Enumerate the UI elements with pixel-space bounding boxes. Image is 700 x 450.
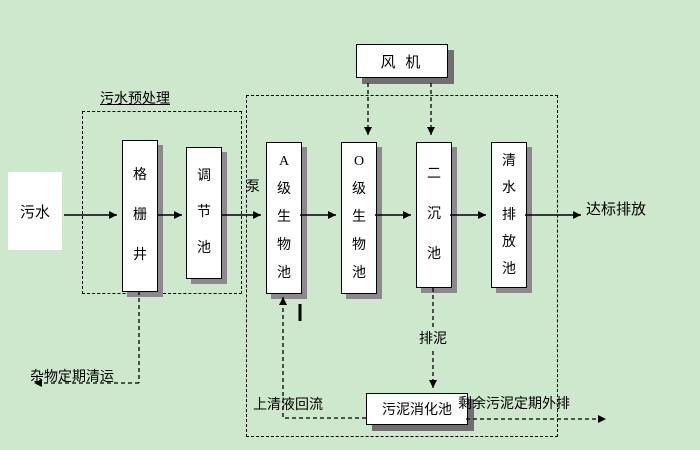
main-process-group-box — [246, 95, 558, 437]
grid-well-box: 格 栅 井 — [122, 140, 158, 292]
grid-well-label: 格 栅 井 — [133, 168, 147, 263]
fan-box: 风 机 — [356, 44, 448, 78]
o-bio-tank-label: O 级 生 物 池 — [352, 154, 366, 281]
pretreatment-label: 污水预处理 — [100, 92, 170, 107]
debris-removal-label: 杂物定期清运 — [30, 370, 114, 385]
sludge-digestion-box: 污泥消化池 — [366, 393, 468, 425]
regulating-tank-label: 调 节 池 — [197, 169, 211, 256]
supernatant-reflux-label: 上清液回流 — [253, 398, 323, 413]
clear-water-tank-box: 清 水 排 放 池 — [491, 142, 527, 288]
sludge-digestion-label: 污泥消化池 — [382, 403, 452, 418]
clear-water-tank-label: 清 水 排 放 池 — [502, 153, 516, 277]
pretreatment-group-box — [82, 111, 242, 294]
a-bio-tank-box: A 级 生 物 池 — [266, 142, 302, 294]
sludge-out-label: 排泥 — [417, 328, 449, 348]
a-bio-tank-label: A 级 生 物 池 — [277, 154, 291, 281]
fan-label: 风 机 — [380, 54, 424, 71]
excess-sludge-label: 剩余污泥定期外排 — [458, 397, 570, 412]
secondary-sedimentation-box: 二 沉 池 — [416, 142, 452, 288]
influent-label: 污水 — [19, 204, 50, 221]
discharge-label: 达标排放 — [586, 202, 647, 218]
secondary-sedimentation-label: 二 沉 池 — [427, 167, 441, 262]
influent-box: 污水 — [8, 172, 62, 250]
pump-label: 泵 — [246, 180, 260, 195]
o-bio-tank-box: O 级 生 物 池 — [341, 142, 377, 294]
regulating-tank-box: 调 节 池 — [186, 147, 222, 279]
